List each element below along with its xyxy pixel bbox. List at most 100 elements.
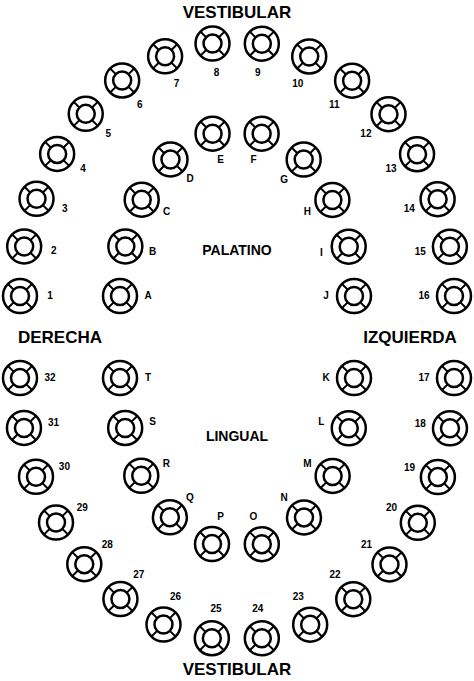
- tooth-symbol: [196, 27, 230, 61]
- tooth-number: 3: [62, 204, 68, 214]
- tooth-symbol: [401, 506, 435, 540]
- tooth-symbol: [108, 229, 142, 263]
- tooth-number: 24: [252, 604, 263, 614]
- tooth-symbol: [195, 621, 229, 655]
- tooth-letter: K: [322, 373, 329, 383]
- tooth-letter: R: [163, 459, 170, 469]
- tooth-symbol: [437, 361, 471, 395]
- tooth-symbol: [103, 361, 137, 395]
- tooth-symbol: [105, 63, 139, 97]
- tooth-symbol: [337, 361, 371, 395]
- side-heading: DERECHA: [18, 329, 102, 346]
- tooth-symbol: [437, 279, 471, 313]
- tooth-symbol: [67, 547, 101, 581]
- tooth-number: 29: [77, 503, 88, 513]
- tooth-letter: F: [250, 155, 256, 165]
- tooth-symbol: [153, 142, 187, 176]
- tooth-number: 23: [293, 592, 304, 602]
- tooth-number: 15: [415, 247, 426, 257]
- tooth-number: 28: [102, 540, 113, 550]
- tooth-symbol: [421, 182, 455, 216]
- tooth-symbol: [148, 39, 182, 73]
- tooth-symbol: [292, 39, 326, 73]
- tooth-letter: M: [303, 459, 311, 469]
- tooth-letter: O: [249, 512, 257, 522]
- tooth-symbol: [287, 500, 321, 534]
- tooth-number: 21: [361, 540, 372, 550]
- tooth-letter: D: [186, 174, 193, 184]
- tooth-symbol: [40, 137, 74, 171]
- tooth-letter: T: [145, 373, 151, 383]
- tooth-letter: A: [144, 291, 151, 301]
- tooth-symbol: [336, 582, 370, 616]
- tooth-number: 19: [404, 463, 415, 473]
- tooth-letter: J: [323, 291, 329, 301]
- tooth-symbol: [3, 279, 37, 313]
- tooth-number: 17: [418, 373, 429, 383]
- tooth-symbol: [315, 183, 349, 217]
- tooth-number: 18: [415, 419, 426, 429]
- tooth-symbol: [337, 279, 371, 313]
- tooth-number: 31: [48, 418, 59, 428]
- tooth-letter: S: [149, 417, 156, 427]
- tooth-number: 9: [255, 68, 261, 78]
- side-heading: VESTIBULAR: [183, 4, 292, 21]
- side-heading: VESTIBULAR: [183, 661, 292, 678]
- tooth-letter: N: [280, 493, 287, 503]
- tooth-symbol: [124, 459, 158, 493]
- tooth-symbol: [39, 506, 73, 540]
- tooth-number: 20: [386, 503, 397, 513]
- tooth-symbol: [293, 608, 327, 642]
- tooth-symbol: [245, 527, 279, 561]
- tooth-number: 5: [105, 129, 111, 139]
- region-label: PALATINO: [202, 243, 271, 257]
- tooth-symbol: [19, 460, 53, 494]
- tooth-symbol: [103, 582, 137, 616]
- tooth-symbol: [69, 97, 103, 131]
- tooth-number: 12: [360, 129, 371, 139]
- tooth-number: 16: [418, 291, 429, 301]
- tooth-number: 10: [292, 79, 303, 89]
- tooth-number: 7: [174, 79, 180, 89]
- tooth-number: 30: [59, 462, 70, 472]
- tooth-symbol: [332, 230, 366, 264]
- tooth-symbol: [108, 411, 142, 445]
- tooth-number: 2: [51, 246, 57, 256]
- tooth-symbol: [335, 64, 369, 98]
- tooth-symbol: [103, 279, 137, 313]
- tooth-letter: L: [318, 417, 324, 427]
- tooth-number: 26: [170, 592, 181, 602]
- tooth-symbol: [287, 143, 321, 177]
- tooth-letter: C: [163, 207, 170, 217]
- tooth-symbol: [146, 608, 180, 642]
- tooth-symbol: [195, 527, 229, 561]
- tooth-symbol: [245, 117, 279, 151]
- tooth-letter: E: [217, 155, 224, 165]
- tooth-number: 8: [214, 68, 220, 78]
- tooth-symbol: [421, 460, 455, 494]
- tooth-symbol: [7, 229, 41, 263]
- tooth-symbol: [400, 137, 434, 171]
- tooth-number: 1: [47, 291, 53, 301]
- region-label: LINGUAL: [206, 429, 268, 443]
- tooth-symbol: [20, 182, 54, 216]
- tooth-symbol: [125, 183, 159, 217]
- tooth-number: 27: [133, 570, 144, 580]
- tooth-symbol: [332, 411, 366, 445]
- tooth-symbol: [153, 500, 187, 534]
- tooth-number: 6: [137, 100, 143, 110]
- tooth-symbol: [196, 117, 230, 151]
- tooth-number: 13: [385, 164, 396, 174]
- tooth-letter: P: [217, 512, 224, 522]
- side-heading: IZQUIERDA: [363, 329, 457, 346]
- tooth-number: 14: [404, 204, 415, 214]
- tooth-symbol: [316, 459, 350, 493]
- tooth-number: 4: [80, 164, 86, 174]
- tooth-symbol: [7, 411, 41, 445]
- tooth-symbol: [3, 361, 37, 395]
- tooth-symbol: [245, 621, 279, 655]
- tooth-symbol: [433, 230, 467, 264]
- tooth-number: 11: [329, 100, 340, 110]
- tooth-letter: Q: [186, 493, 194, 503]
- tooth-letter: B: [149, 247, 156, 257]
